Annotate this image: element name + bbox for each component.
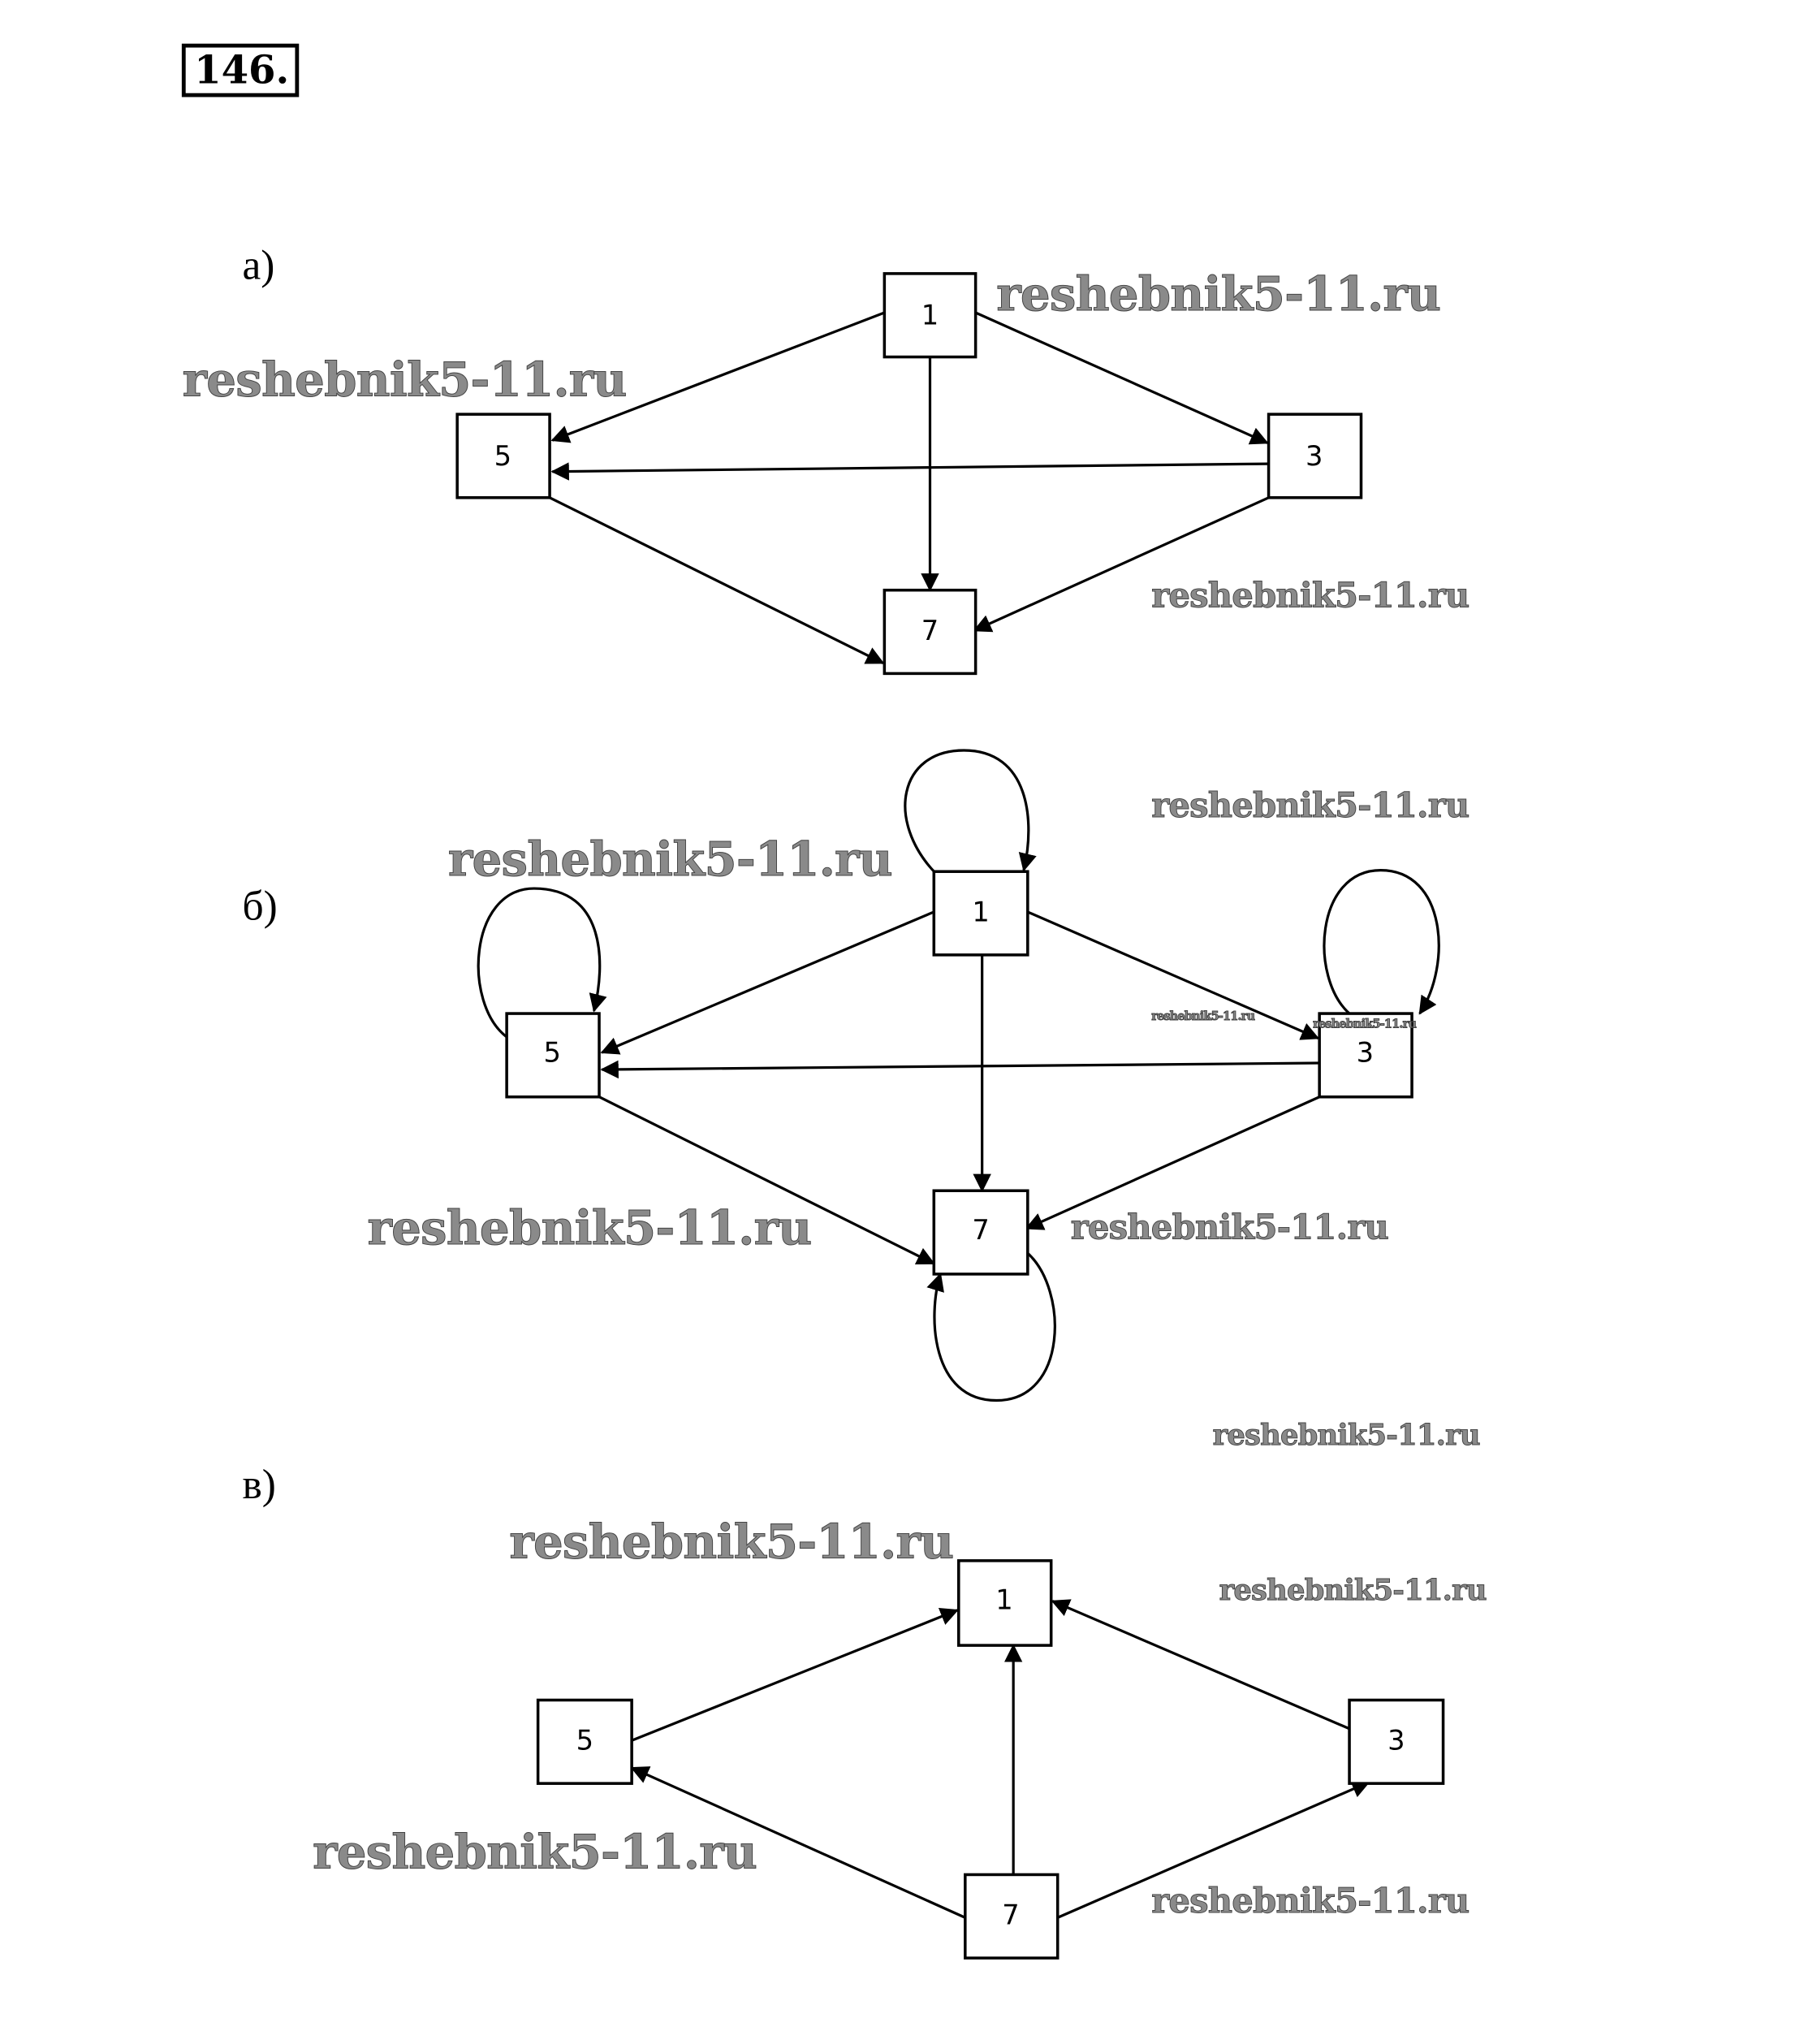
watermark: reshebnik5-11.ru — [1219, 1574, 1487, 1607]
edge-1-3 — [974, 311, 1269, 445]
edge-1-5 — [600, 910, 934, 1055]
node-7: 7 — [883, 588, 978, 676]
loop-1 — [904, 749, 1037, 874]
part-b-label: б) — [242, 884, 277, 930]
part-b: б) 1 3 5 7 reshebnik5-11.ru reshebnik5-1… — [242, 749, 1481, 1453]
edge-3-7 — [1025, 1095, 1320, 1230]
node-3: 3 — [1267, 413, 1363, 499]
svg-text:5: 5 — [576, 1725, 593, 1757]
edge-3-1 — [1051, 1599, 1350, 1731]
edge-5-7 — [549, 496, 885, 664]
node-1: 1 — [957, 1559, 1053, 1647]
edge-7-5 — [630, 1766, 966, 1919]
svg-text:7: 7 — [921, 615, 939, 646]
svg-text:7: 7 — [1002, 1899, 1019, 1931]
loop-3 — [1323, 869, 1440, 1015]
svg-text:3: 3 — [1388, 1725, 1405, 1757]
svg-text:3: 3 — [1357, 1037, 1374, 1069]
part-c-label: в) — [242, 1462, 275, 1508]
svg-text:1: 1 — [995, 1584, 1012, 1615]
watermark: reshebnik5-11.ru — [1151, 1009, 1254, 1023]
part-a: а) 1 3 5 7 reshebnik5-11.ru reshebnik5-1… — [182, 242, 1470, 676]
edge-7-3 — [1057, 1780, 1370, 1919]
node-3: 3 — [1318, 1012, 1413, 1099]
watermark: reshebnik5-11.ru — [1151, 576, 1469, 616]
watermark: reshebnik5-11.ru — [996, 266, 1440, 322]
watermark: reshebnik5-11.ru — [1213, 1419, 1480, 1452]
problem-number-text: 146. — [194, 48, 289, 93]
node-5: 5 — [455, 413, 551, 499]
watermark: reshebnik5-11.ru — [1151, 785, 1469, 825]
watermark: reshebnik5-11.ru — [509, 1515, 953, 1570]
watermark: reshebnik5-11.ru — [448, 832, 892, 887]
svg-text:5: 5 — [494, 440, 511, 472]
watermark: reshebnik5-11.ru — [313, 1824, 757, 1879]
loop-5 — [477, 887, 607, 1039]
loop-7 — [926, 1252, 1056, 1402]
node-3: 3 — [1348, 1698, 1445, 1785]
node-5: 5 — [536, 1698, 633, 1785]
svg-text:5: 5 — [544, 1037, 561, 1069]
watermark: reshebnik5-11.ru — [1071, 1208, 1388, 1247]
problem-number: 146. — [181, 43, 300, 97]
node-7: 7 — [932, 1189, 1029, 1276]
node-1: 1 — [932, 870, 1029, 957]
edge-5-1 — [631, 1608, 959, 1742]
edge-3-5 — [600, 1060, 1320, 1079]
edge-1-3 — [1027, 910, 1320, 1040]
svg-text:1: 1 — [972, 896, 989, 927]
node-5: 5 — [505, 1012, 601, 1099]
node-7: 7 — [964, 1873, 1060, 1960]
watermark: reshebnik5-11.ru — [1151, 1881, 1469, 1921]
part-a-label: а) — [242, 242, 274, 288]
watermark: reshebnik5-11.ru — [367, 1200, 811, 1255]
svg-text:3: 3 — [1306, 440, 1323, 472]
edge-5-7 — [598, 1095, 935, 1265]
edge-3-5 — [550, 462, 1269, 481]
part-c: в) 1 3 5 7 reshebnik5-11.ru reshebnik5-1… — [242, 1462, 1487, 1960]
edge-1-5 — [550, 311, 885, 443]
svg-text:1: 1 — [921, 300, 939, 331]
svg-text:7: 7 — [972, 1214, 989, 1246]
watermark: reshebnik5-11.ru — [183, 352, 627, 408]
watermark: reshebnik5-11.ru — [1313, 1018, 1416, 1031]
edge-3-7 — [973, 496, 1270, 633]
node-1: 1 — [883, 272, 978, 359]
